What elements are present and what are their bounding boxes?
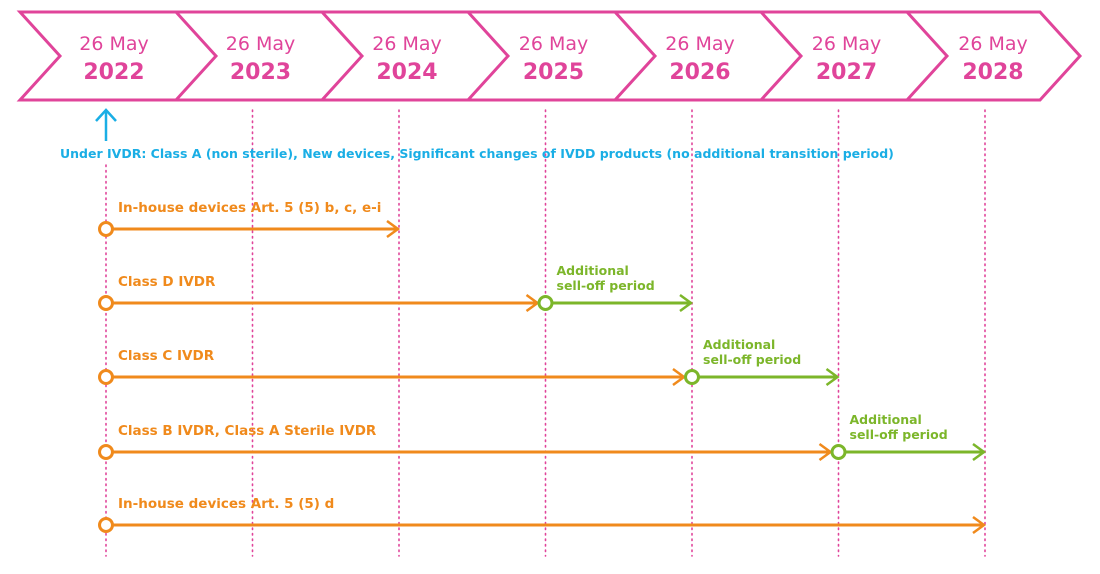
milestone-day: 26 May — [372, 33, 442, 55]
track-label: In-house devices Art. 5 (5) d — [118, 496, 334, 512]
start-marker — [98, 444, 114, 460]
year-gridlines — [105, 109, 986, 557]
milestone-year: 2028 — [962, 60, 1023, 85]
selloff-label: sell-off period — [703, 352, 801, 367]
milestone-year: 2026 — [669, 60, 730, 85]
arrowhead — [679, 293, 694, 313]
start-note: Under IVDR: Class A (non sterile), New d… — [60, 108, 894, 161]
milestone-year: 2025 — [523, 60, 584, 85]
start-marker — [98, 295, 114, 311]
selloff-start-marker — [684, 369, 700, 385]
start-note-text: Under IVDR: Class A (non sterile), New d… — [60, 146, 894, 161]
arrowhead — [972, 515, 987, 535]
track-label: Class D IVDR — [118, 274, 216, 290]
selloff-label: Additional — [850, 412, 922, 427]
timeline-chevron-band: 26 May 2028 26 May 2027 26 May 2026 26 May 2025… — [16, 10, 1083, 102]
milestone-day: 26 May — [958, 33, 1028, 55]
track-row: In-house devices Art. 5 (5) b, c, e-i — [98, 200, 401, 239]
milestone-chevron: 26 May 2022 — [16, 10, 219, 102]
selloff-label: sell-off period — [850, 427, 948, 442]
milestone-chevron: 26 May 2024 — [306, 10, 511, 102]
milestone-day: 26 May — [519, 33, 589, 55]
selloff-label: Additional — [557, 263, 629, 278]
milestone-year: 2027 — [816, 60, 877, 85]
milestone-day: 26 May — [226, 33, 296, 55]
arrowhead — [825, 367, 840, 387]
start-marker — [98, 369, 114, 385]
up-arrow-icon — [95, 108, 117, 141]
milestone-day: 26 May — [665, 33, 735, 55]
milestone-chevron: 26 May 2026 — [599, 10, 804, 102]
milestone-day: 26 May — [79, 33, 149, 55]
milestone-year: 2024 — [376, 60, 437, 85]
track-label: Class C IVDR — [118, 348, 215, 364]
selloff-label: sell-off period — [557, 278, 655, 293]
milestone-year: 2023 — [230, 60, 291, 85]
track-row: In-house devices Art. 5 (5) d — [98, 496, 987, 535]
selloff-start-marker — [830, 444, 847, 460]
track-row: Class B IVDR, Class A Sterile IVDR Additi… — [98, 412, 987, 462]
start-marker — [98, 517, 114, 533]
arrowhead — [386, 219, 401, 239]
milestone-chevron: 26 May 2028 — [891, 10, 1083, 102]
track-label: In-house devices Art. 5 (5) b, c, e-i — [118, 200, 381, 216]
selloff-label: Additional — [703, 337, 775, 352]
milestone-day: 26 May — [812, 33, 882, 55]
milestone-year: 2022 — [83, 60, 144, 85]
arrowhead — [972, 442, 987, 462]
milestone-chevron: 26 May 2027 — [745, 10, 950, 102]
start-marker — [98, 221, 114, 237]
track-label: Class B IVDR, Class A Sterile IVDR — [118, 423, 377, 439]
transition-tracks: In-house devices Art. 5 (5) b, c, e-iCla… — [98, 200, 987, 535]
chevron-shape — [16, 10, 219, 102]
selloff-start-marker — [537, 295, 554, 311]
